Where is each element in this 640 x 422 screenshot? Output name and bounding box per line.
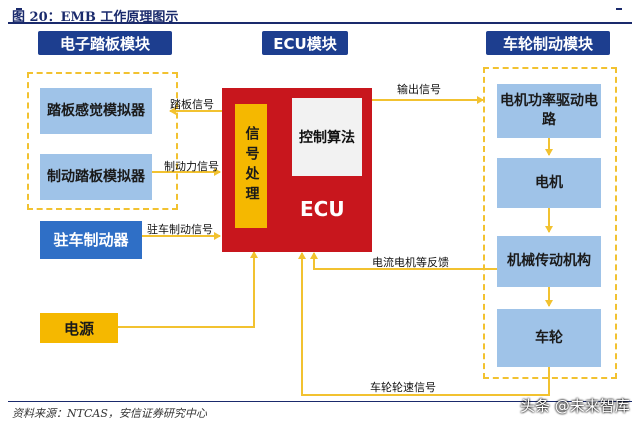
header-left: 电子踏板模块 bbox=[38, 31, 172, 55]
figure-title: 图 20：EMB 工作原理图示 bbox=[12, 10, 179, 25]
signal-processing: 信号处理 bbox=[235, 104, 267, 228]
corner-mark-left bbox=[16, 8, 22, 10]
motor-power-drive-circuit: 电机功率驱动电路 bbox=[497, 84, 601, 138]
watermark: 头条 @未来智库 bbox=[520, 397, 630, 415]
feedback-label: 电流电机等反馈 bbox=[372, 256, 449, 269]
source-note: 资料来源：NTCAS，安信证券研究中心 bbox=[12, 407, 207, 420]
motor: 电机 bbox=[497, 158, 601, 208]
output-signal-label: 输出信号 bbox=[397, 83, 441, 96]
wheel-speed-label: 车轮轮速信号 bbox=[370, 381, 436, 394]
title-rule bbox=[8, 22, 632, 24]
wheel-brake-module-frame bbox=[483, 67, 617, 379]
brake-force-signal-label: 制动力信号 bbox=[164, 160, 219, 173]
header-right: 车轮制动模块 bbox=[486, 31, 610, 55]
wheel-speed-arrow bbox=[298, 252, 550, 396]
mechanical-transmission: 机械传动机构 bbox=[497, 236, 601, 287]
footer-rule bbox=[8, 401, 632, 402]
parking-signal-label: 驻车制动信号 bbox=[147, 223, 213, 236]
parking-brake: 驻车制动器 bbox=[40, 221, 142, 259]
pedal-module-frame bbox=[27, 72, 178, 210]
control-algorithm: 控制算法 bbox=[292, 98, 362, 176]
ecu-label: ECU bbox=[300, 197, 345, 221]
power-supply: 电源 bbox=[40, 313, 118, 343]
wheel: 车轮 bbox=[497, 309, 601, 367]
feedback-arrow bbox=[310, 252, 497, 270]
corner-mark-right bbox=[616, 8, 622, 10]
brake-pedal-simulator: 制动踏板模拟器 bbox=[40, 154, 152, 200]
pedal-feel-simulator: 踏板感觉模拟器 bbox=[40, 88, 152, 134]
header-middle: ECU模块 bbox=[262, 31, 348, 55]
pedal-signal-label: 踏板信号 bbox=[170, 98, 214, 111]
power-line bbox=[118, 251, 258, 328]
